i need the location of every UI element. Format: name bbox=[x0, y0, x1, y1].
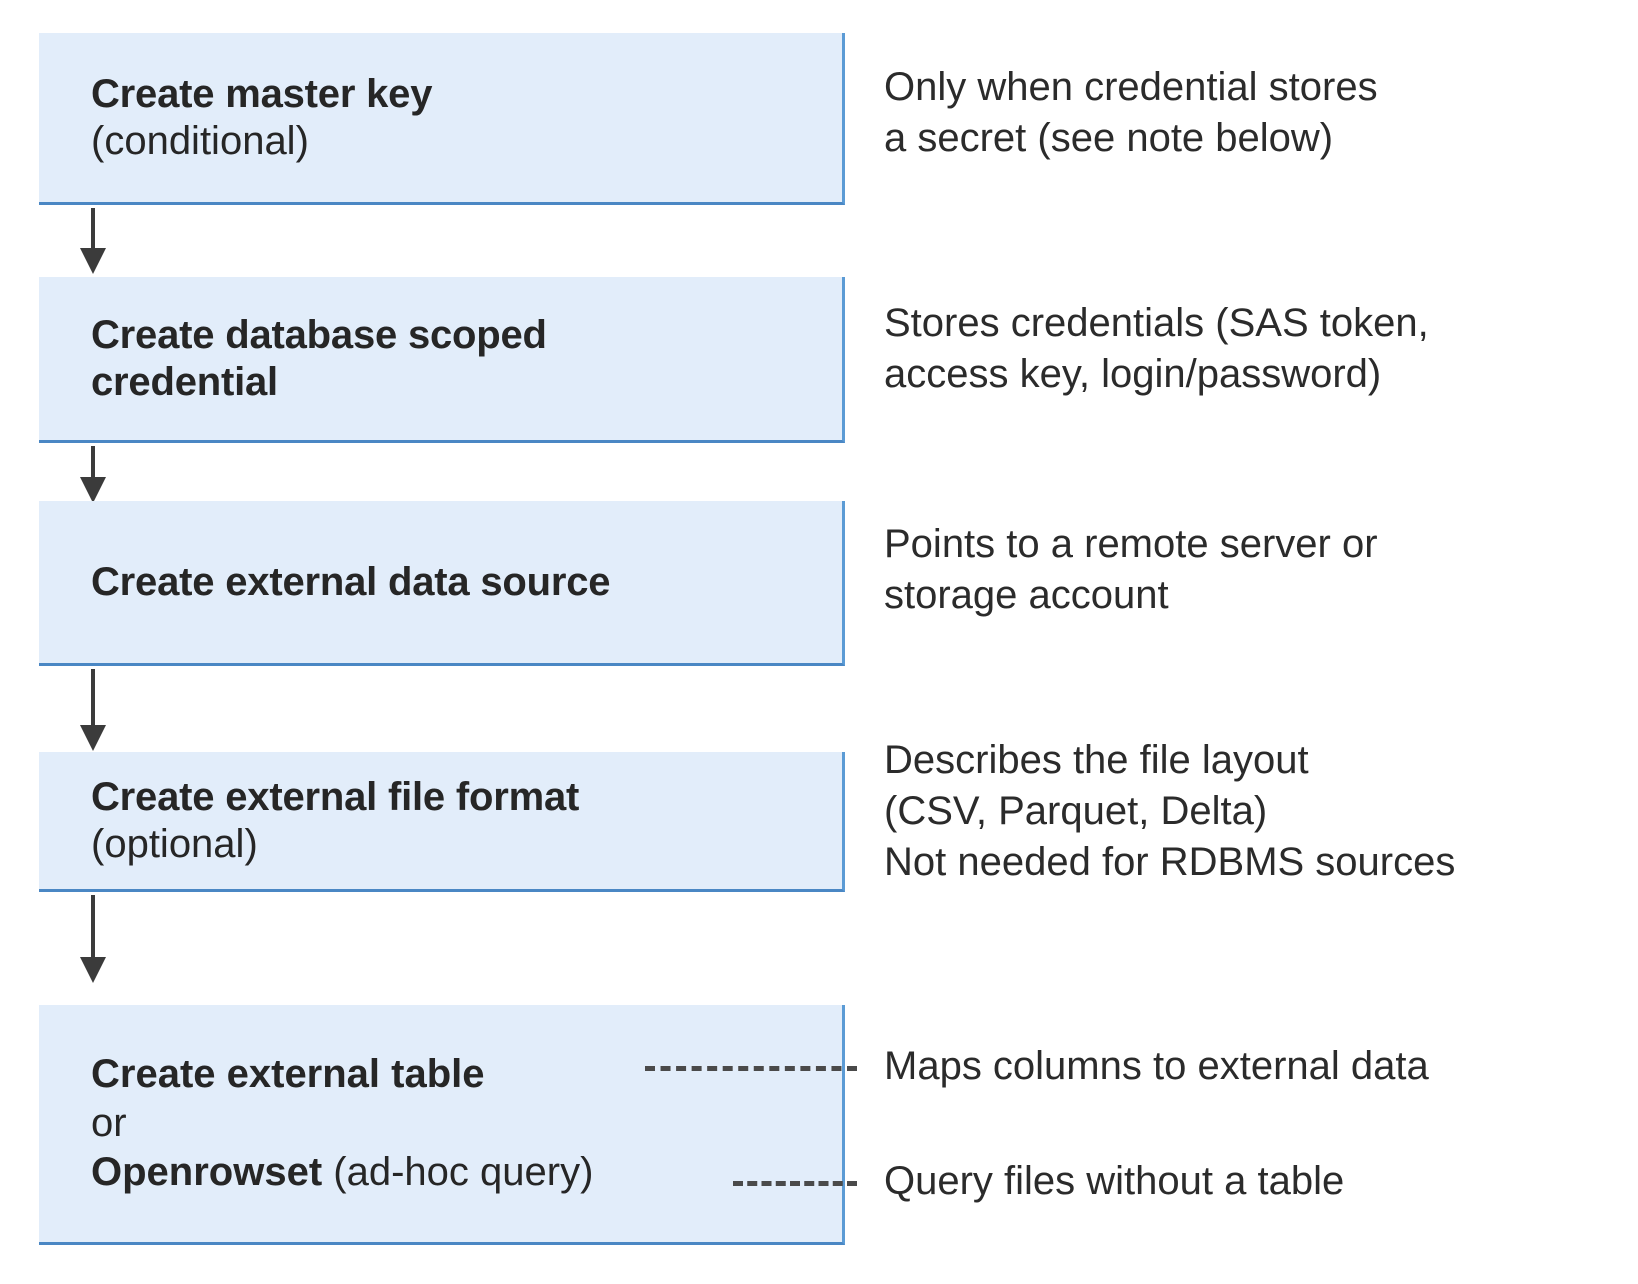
step-qualifier: (optional) bbox=[91, 821, 258, 866]
final-step-line-openrowset: Openrowset (ad-hoc query) bbox=[91, 1148, 842, 1197]
step-box-create-master-key[interactable]: Create master key (conditional) bbox=[39, 33, 845, 205]
final-step-line-create-external-table: Create external table bbox=[91, 1050, 842, 1099]
step-description-create-master-key: Only when credential stores a secret (se… bbox=[884, 65, 1378, 161]
step-description-create-database-scoped-credential: Stores credentials (SAS token, access ke… bbox=[884, 301, 1429, 397]
dashed-connector-external-table bbox=[645, 1066, 857, 1071]
dashed-connector-openrowset bbox=[733, 1181, 857, 1186]
step-title: Create database scoped bbox=[91, 313, 547, 358]
final-step-line-or: or bbox=[91, 1099, 842, 1148]
flow-arrow-2 bbox=[80, 446, 106, 503]
step-description-create-external-data-source: Points to a remote server or storage acc… bbox=[884, 522, 1378, 618]
final-step-openrowset-qualifier: (ad-hoc query) bbox=[322, 1149, 594, 1194]
final-step-description-openrowset: Query files without a table bbox=[884, 1159, 1345, 1203]
step-qualifier: (conditional) bbox=[91, 118, 309, 163]
step-title: Create external data source bbox=[91, 559, 611, 604]
final-step-create-external-table-label: Create external table bbox=[91, 1052, 485, 1097]
flow-arrow-3 bbox=[80, 669, 106, 751]
step-box-create-database-scoped-credential[interactable]: Create database scoped credential bbox=[39, 277, 845, 443]
step-title: Create master key bbox=[91, 72, 433, 117]
step-box-create-external-table-or-openrowset[interactable]: Create external table or Openrowset (ad-… bbox=[39, 1005, 845, 1245]
step-title-line2: credential bbox=[91, 359, 278, 404]
step-title: Create external file format bbox=[91, 775, 580, 820]
final-step-openrowset-label: Openrowset bbox=[91, 1149, 323, 1194]
flow-arrow-1 bbox=[80, 208, 106, 274]
step-description-create-external-file-format: Describes the file layout (CSV, Parquet,… bbox=[884, 738, 1456, 885]
step-box-create-external-data-source[interactable]: Create external data source bbox=[39, 501, 845, 666]
final-step-description-external-table: Maps columns to external data bbox=[884, 1044, 1429, 1088]
step-box-create-external-file-format[interactable]: Create external file format (optional) bbox=[39, 752, 845, 892]
flow-arrow-4 bbox=[80, 895, 106, 985]
final-step-or-label: or bbox=[91, 1101, 127, 1146]
